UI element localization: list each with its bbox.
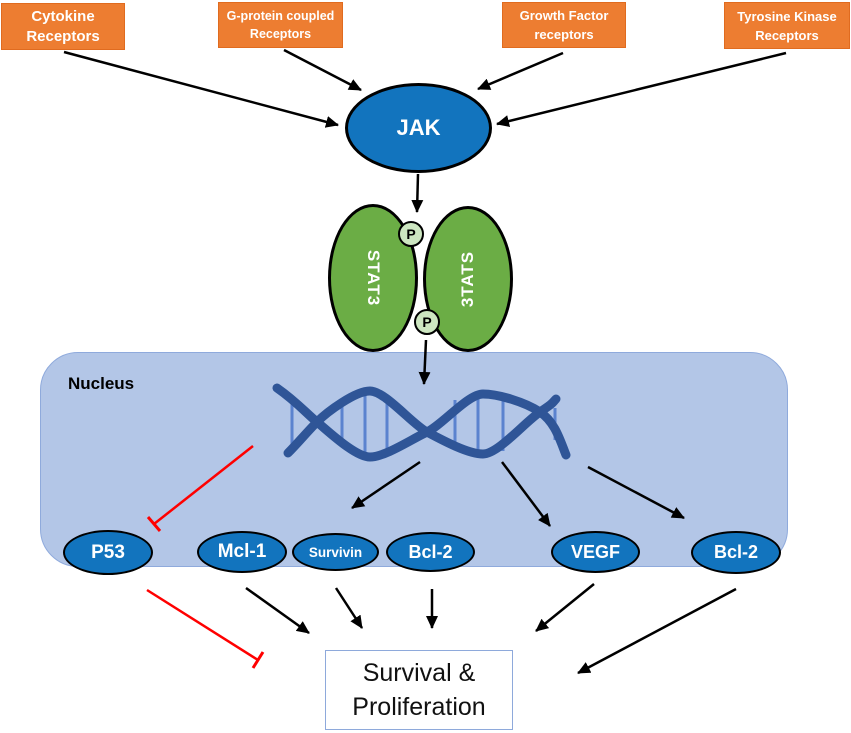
- receptor-box-growth-factor: Growth Factor receptors: [502, 2, 626, 48]
- receptor-label: Growth Factor receptors: [519, 8, 609, 42]
- gene-label: Bcl-2: [408, 541, 453, 562]
- dna-helix-illustration: [272, 383, 571, 462]
- nucleus-label: Nucleus: [68, 374, 135, 393]
- gene-node-mcl1: Mcl-1: [197, 531, 287, 573]
- receptor-label: Cytokine Receptors: [26, 7, 100, 45]
- gene-node-survivin: Survivin: [292, 533, 379, 571]
- arrow-dna-to-vegf: [501, 461, 551, 527]
- gene-node-vegf: VEGF: [551, 531, 640, 573]
- nucleus-region: [40, 352, 788, 567]
- jak-node: JAK: [345, 83, 492, 173]
- arrow-growth-factor-to-jak: [477, 51, 564, 91]
- inhibition-line-p53-to-survival: [146, 588, 265, 669]
- jak-label: JAK: [396, 115, 441, 140]
- gene-label: Survivin: [308, 544, 363, 560]
- phospho-label: P: [406, 226, 416, 242]
- dna-strand: [283, 386, 561, 459]
- gene-node-p53: P53: [63, 530, 153, 575]
- survival-proliferation-box: Survival & Proliferation: [325, 650, 513, 730]
- arrow-dna-to-survivin: [351, 460, 421, 510]
- receptor-box-tyrosine-kinase: Tyrosine Kinase Receptors: [724, 2, 850, 49]
- arrow-survivin-to-survival: [334, 587, 364, 629]
- arrow-cytokine-to-jak: [63, 50, 339, 128]
- arrow-tyrosine-kinase-to-jak: [496, 51, 787, 127]
- receptor-label: G-protein coupled Receptors: [226, 9, 335, 41]
- arrow-mcl1-to-survival: [245, 586, 310, 635]
- receptor-box-cytokine: Cytokine Receptors: [1, 3, 125, 50]
- phospho-label: P: [422, 314, 432, 330]
- gene-label: P53: [91, 541, 125, 563]
- arrow-stat3-to-dna: [418, 339, 431, 385]
- phospho-circle-bottom: P: [414, 309, 440, 335]
- gene-label: VEGF: [570, 541, 620, 562]
- stat3-label: 3TATS: [457, 250, 477, 308]
- arrow-bcl2-right-to-survival: [577, 587, 737, 675]
- receptor-box-gprotein: G-protein coupled Receptors: [218, 2, 343, 48]
- gene-node-bcl2: Bcl-2: [386, 532, 475, 572]
- gene-label: Mcl-1: [217, 541, 267, 562]
- stat3-label: STAT3: [363, 249, 383, 307]
- arrow-gprotein-to-jak: [283, 48, 362, 92]
- arrow-jak-to-stat3: [411, 173, 424, 213]
- receptor-label: Tyrosine Kinase Receptors: [737, 8, 837, 43]
- gene-node-bcl2-right: Bcl-2: [691, 531, 781, 574]
- inhibition-line-dna-to-p53: [146, 445, 254, 532]
- phospho-circle-top: P: [398, 221, 424, 247]
- arrow-vegf-to-survival: [535, 583, 595, 632]
- survival-proliferation-label: Survival & Proliferation: [352, 659, 486, 721]
- arrow-dna-to-bcl2-right: [587, 465, 685, 520]
- gene-label: Bcl-2: [713, 542, 758, 562]
